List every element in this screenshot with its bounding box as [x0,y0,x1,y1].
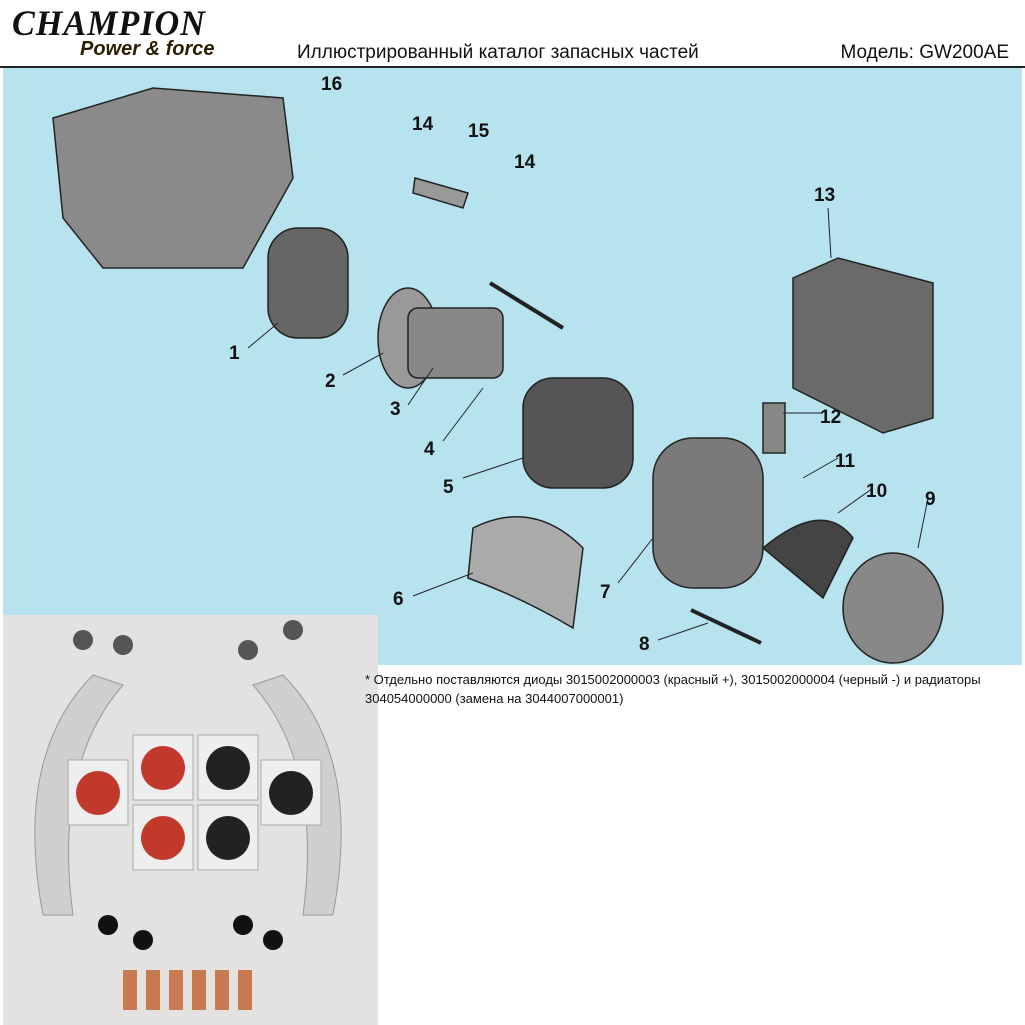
callout-7: 7 [600,582,611,603]
brand-name: CHAMPION [12,3,206,43]
model-label: Модель: GW200AE [840,42,1009,63]
brand-tagline: Power & force [80,38,215,60]
engine-part [52,87,294,269]
diagram-drawing [52,87,944,664]
callout-3: 3 [390,399,401,420]
callout-5: 5 [443,477,454,498]
callout-13: 13 [814,185,836,206]
callout-6: 6 [393,589,404,610]
exploded-diagram: 16 14 15 14 13 1 2 3 4 5 12 11 10 9 6 7 … [3,68,1022,665]
champion-logo: CHAMPION Power & force [12,2,216,60]
footnote: * Отдельно поставляются диоды 3015002000… [365,672,981,706]
stator-part [522,377,634,489]
page-title: Иллюстрированный каталог запасных частей [297,42,699,63]
callout-1: 1 [229,343,240,364]
through-bolt-part [488,281,565,330]
rear-cover-part [842,552,944,664]
callout-14b: 14 [514,152,536,173]
callout-11: 11 [835,451,856,472]
heatsink-left [34,674,124,916]
callout-15: 15 [468,121,490,142]
callout-2: 2 [325,371,336,392]
washers [73,620,303,950]
stator-housing-part [267,227,349,339]
rotor-part [407,307,504,379]
control-box-part [792,257,934,434]
callout-4: 4 [424,439,435,460]
rectifier-part [761,519,854,600]
terminals [123,970,252,1010]
cover-band-part [467,516,584,630]
spacer-part [412,177,469,209]
callout-12: 12 [820,407,842,428]
bracket-part [762,402,786,454]
callout-14a: 14 [412,114,434,135]
header-divider [0,66,1025,68]
rectifier-kit-drawing [34,620,342,1010]
diodes [67,734,322,871]
heatsink-right [252,674,342,916]
callout-10: 10 [866,481,888,502]
rectifier-kit-photo [3,615,378,1025]
callout-16: 16 [321,74,343,95]
bolt-part [690,608,762,645]
end-cover-part [652,437,764,589]
callout-9: 9 [925,489,936,510]
callout-8: 8 [639,634,650,655]
